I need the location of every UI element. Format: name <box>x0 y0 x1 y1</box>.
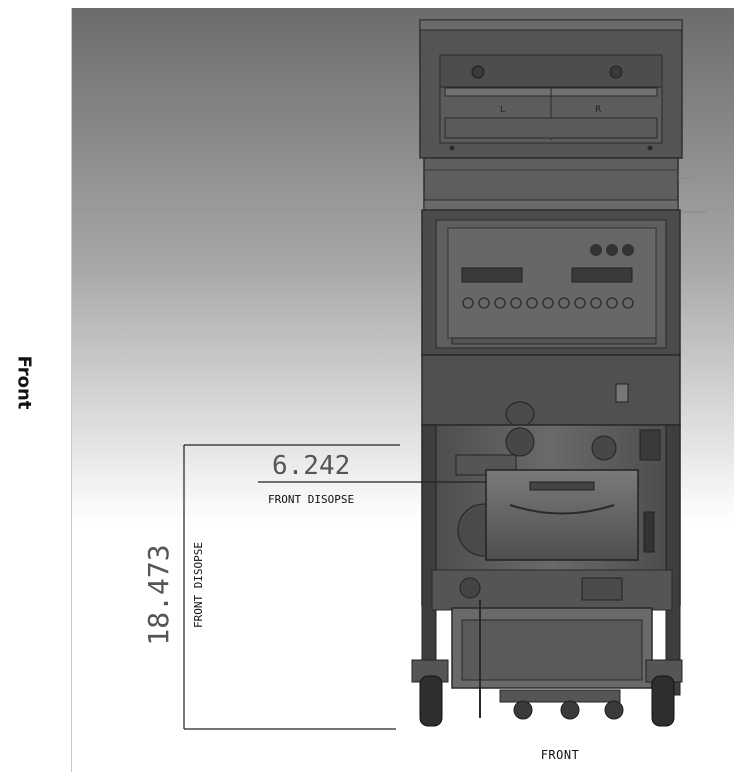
view-side-label: Front <box>4 342 44 422</box>
upper-band <box>380 157 706 213</box>
bottom-section <box>431 569 673 720</box>
horizontal-dimension: 6.242 FRONT DISOPSE <box>258 451 486 506</box>
top-cabinet: L R <box>419 19 683 159</box>
vertical-dimension-label: FRONT DISOPSE <box>192 542 205 628</box>
view-label-text: Front <box>13 355 35 409</box>
horizontal-dimension-label: FRONT DISOPSE <box>268 493 354 506</box>
front-label: FRONT <box>540 748 580 762</box>
basket-label-left: L <box>500 105 505 115</box>
vertical-dimension-value: 18.473 <box>142 544 175 645</box>
control-panel <box>421 209 681 356</box>
horizontal-dimension-value: 6.242 <box>272 451 350 481</box>
right-caster <box>645 659 683 727</box>
fryer-front-drawing: L R <box>72 8 734 743</box>
basket-label-right: R <box>595 105 601 115</box>
divider-line <box>71 8 72 772</box>
vertical-dimension: 18.473 FRONT DISOPSE <box>142 444 400 730</box>
left-caster <box>411 659 449 727</box>
middle-band <box>421 354 681 427</box>
